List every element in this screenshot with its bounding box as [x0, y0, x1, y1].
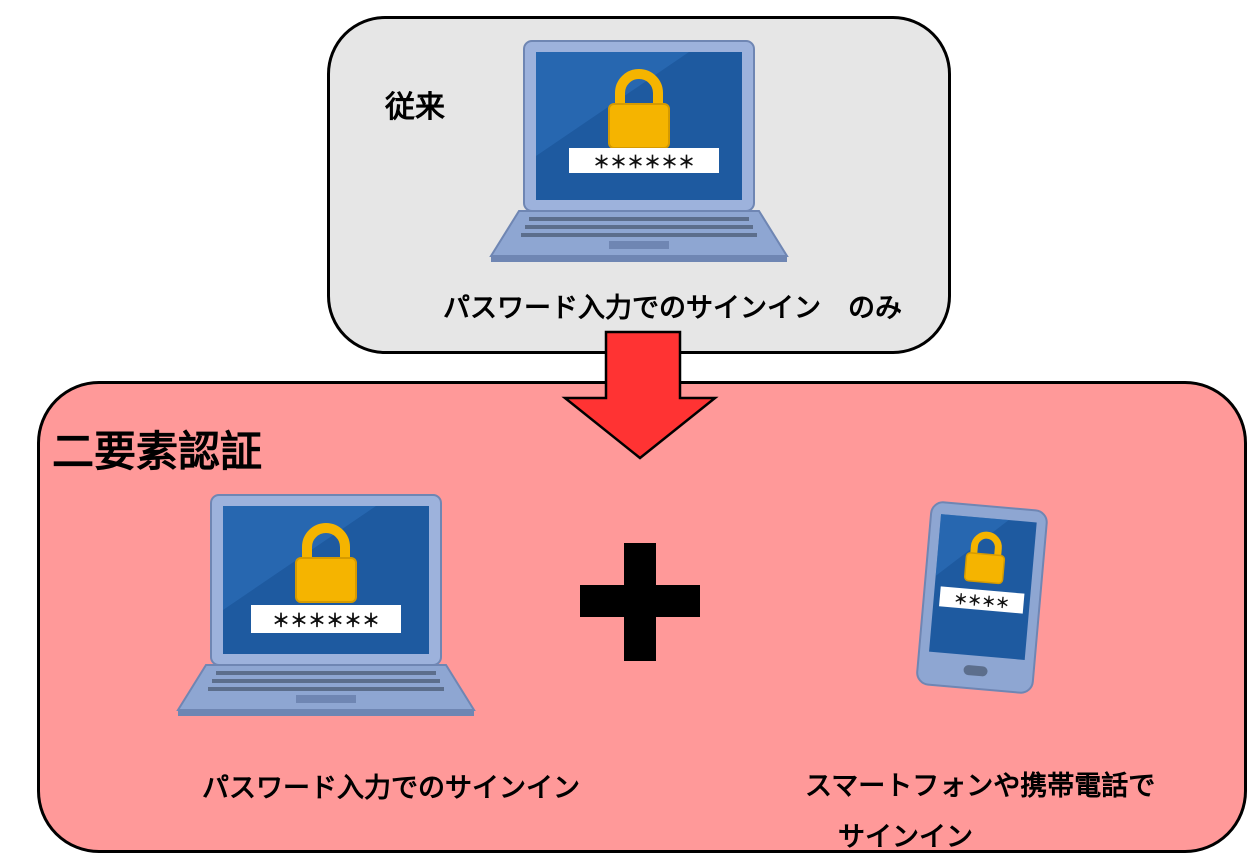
- conventional-title: 従来: [385, 90, 445, 125]
- home-button: [963, 665, 988, 677]
- password-mask: ＊＊＊＊＊＊: [593, 153, 695, 173]
- lock-icon: [295, 523, 357, 603]
- pc-signin-caption: パスワード入力でのサインイン: [202, 773, 580, 804]
- smartphone-icon: ＊＊＊＊: [916, 501, 1048, 694]
- password-field: [939, 586, 1025, 614]
- down-arrow-icon: [561, 330, 719, 460]
- laptop-icon: ＊＊＊＊＊＊: [176, 494, 476, 716]
- phone-signin-caption-line2: サインイン: [838, 822, 973, 853]
- phone-signin-caption-line1: スマートフォンや携帯電話で: [805, 771, 1156, 802]
- laptop-base: [176, 664, 476, 716]
- plus-icon: [580, 543, 700, 661]
- laptop-icon: ＊＊＊＊＊＊: [489, 40, 789, 262]
- password-mask: ＊＊＊＊＊＊: [272, 611, 380, 632]
- password-field: [569, 148, 719, 173]
- lock-icon: [963, 531, 1006, 585]
- two-factor-title: 二要素認証: [52, 427, 263, 476]
- lock-icon: [608, 69, 670, 149]
- password-mask: ＊＊＊＊: [953, 592, 1010, 613]
- laptop-base: [489, 210, 789, 262]
- conventional-caption: パスワード入力でのサインイン のみ: [443, 293, 902, 324]
- password-field: [251, 605, 401, 633]
